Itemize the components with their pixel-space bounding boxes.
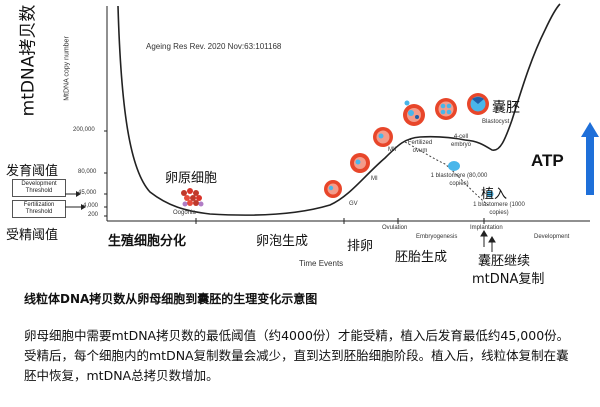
cleavage-dashed-curve (404, 141, 489, 206)
blastomere-80000-note: 1 blastomere (80,000 copies) (430, 173, 488, 187)
atp-arrow (581, 122, 599, 195)
cell-gv (324, 180, 342, 198)
phase-implantation: Implantation (470, 225, 503, 231)
stage-label-4cell: 4-cell embryo (450, 134, 471, 148)
y-axis-title-cn: mtDNA拷贝数 (18, 4, 39, 117)
x-axis-title: Time Events (299, 259, 344, 268)
embryo-label-cn: 胚胎生成 (395, 250, 448, 265)
oogonia-cluster (181, 188, 204, 207)
ytick-label: 200 (88, 212, 99, 218)
germ-cell-label-cn: 生殖细胞分化 (108, 234, 187, 249)
implant-arrows (480, 230, 496, 252)
phase-ovulation: Ovulation (382, 225, 408, 231)
dev-threshold-cn: 发育阈值 (6, 164, 59, 179)
atp-label: ATP (531, 151, 564, 170)
stage-label-mi: MI (371, 176, 378, 182)
ytick-label: 45,000 (78, 190, 97, 196)
blastocyst-label-cn: 囊胚 (492, 100, 520, 116)
ytick-label: 4,000 (83, 203, 99, 209)
caption-body: 卵母细胞中需要mtDNA拷贝数的最低阈值（约4000份）才能受精，植入后发育最低… (24, 328, 570, 383)
stage-label-gv: GV (349, 201, 358, 207)
implant-label-cn: 植入 (481, 187, 508, 202)
caption-title: 线粒体DNA拷贝数从卵母细胞到囊胚的生理变化示意图 (24, 292, 318, 306)
fert-threshold-cn: 受精阈值 (6, 228, 59, 243)
stage-label-fertilized: Fertilized ovum (407, 140, 433, 154)
fertilization-threshold-box: Fertilization Threshold (12, 200, 66, 218)
development-threshold-box: Development Threshold (12, 179, 66, 197)
cell-mi (350, 153, 370, 173)
cell-fertilized-ovum (403, 100, 425, 126)
mtdna-replication-cn: mtDNA复制 (472, 272, 545, 287)
follicle-label-cn: 卵泡生成 (256, 234, 309, 249)
stage-label-mii: MII (388, 147, 397, 153)
stage-label-blastocyst: Blastocyst (482, 119, 510, 125)
blastomere-1000-note: 1 blastomere (1000 copies) (473, 202, 525, 216)
copy-number-curve (117, 3, 561, 216)
oocyte-label-cn: 卵原细胞 (165, 171, 218, 186)
ytick-label: 80,000 (78, 169, 97, 175)
stage-label-oogonia: Oogonia (173, 210, 196, 216)
ytick-label: 200,000 (73, 127, 95, 133)
phase-embryogenesis: Embryogenesis (416, 234, 458, 240)
cell-mii (373, 127, 393, 147)
cell-4cell-embryo (435, 98, 457, 120)
x-event-ticks (195, 218, 485, 224)
chart-citation: Ageing Res Rev. 2020 Nov:63:101168 (146, 42, 282, 51)
cell-blastocyst (467, 93, 489, 115)
ovulation-label-cn: 排卵 (347, 239, 374, 254)
cell-blastomere-80000 (448, 161, 460, 171)
phase-development: Development (534, 234, 570, 240)
blast-continue-cn: 囊胚继续 (478, 254, 531, 269)
cell-blastomere-1000 (486, 190, 494, 198)
y-axis-title-en: MtDNA copy number (63, 36, 71, 101)
